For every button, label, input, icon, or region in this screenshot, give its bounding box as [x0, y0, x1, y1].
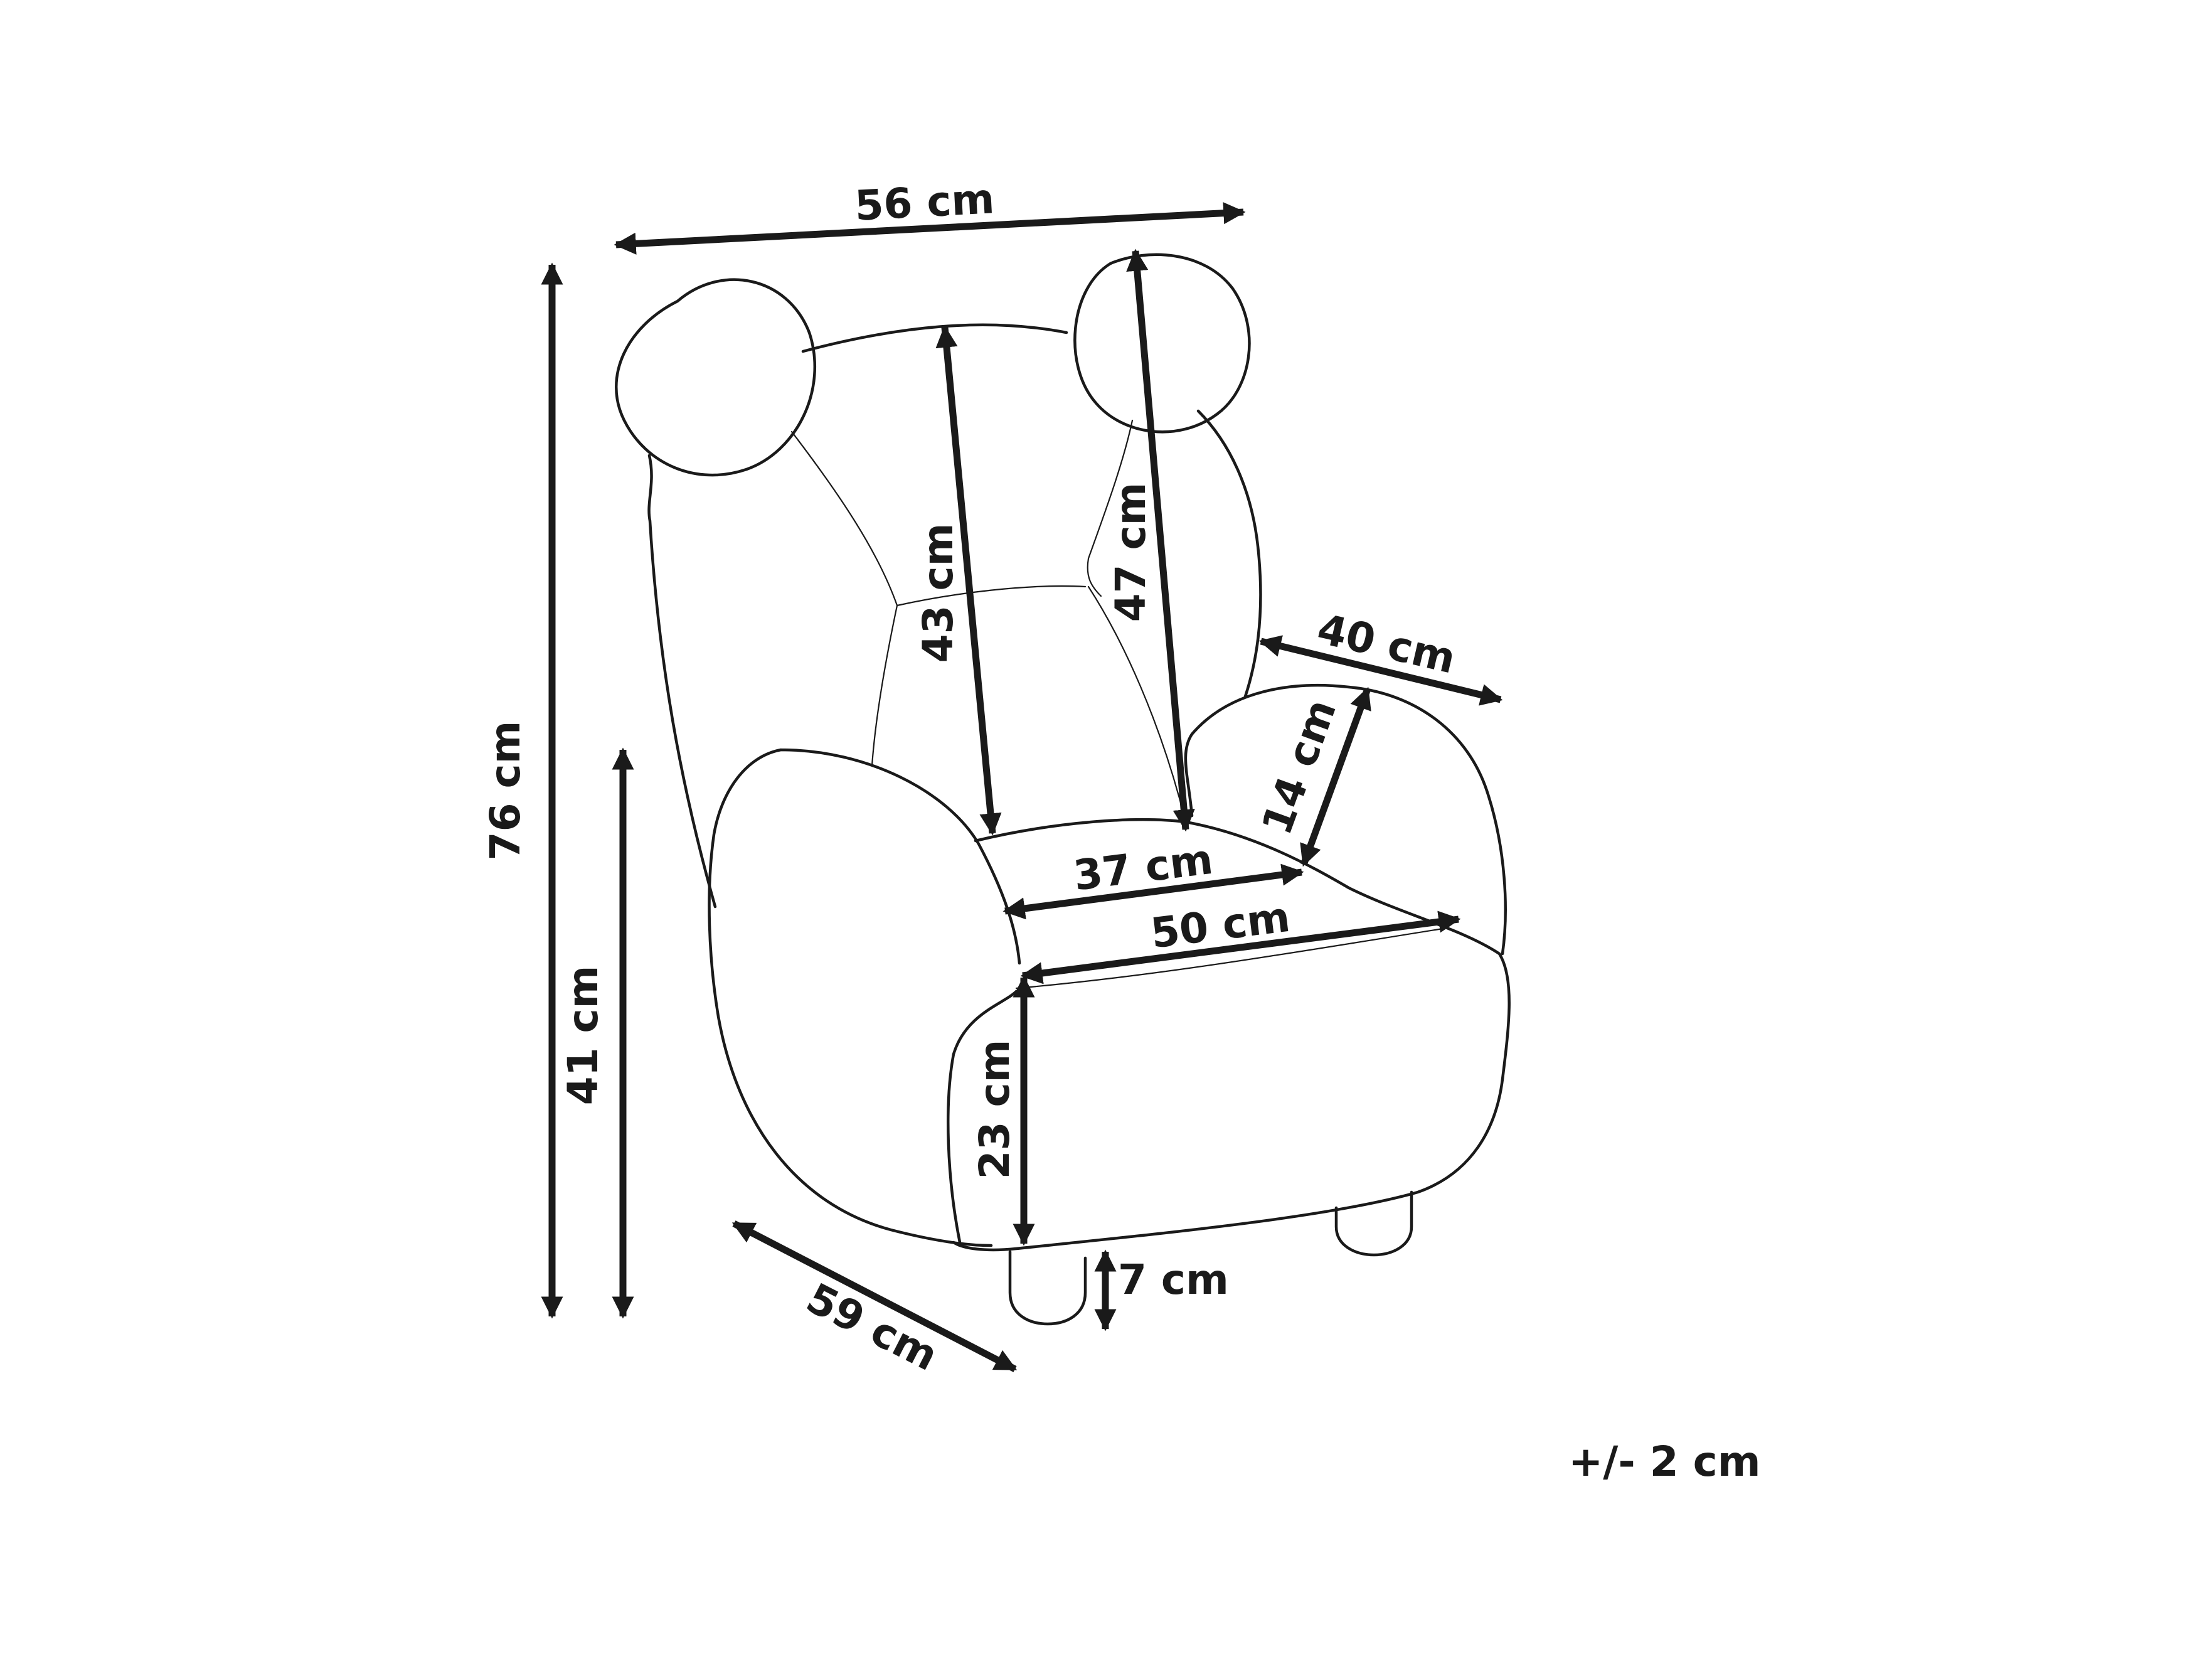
total-height-label: 76 cm [481, 721, 529, 861]
dimension-arrows [541, 202, 1503, 1372]
depth-label: 59 cm [799, 1274, 945, 1380]
front-left-leg [1008, 1250, 1087, 1326]
armchair-drawing [615, 253, 1511, 1326]
back-height-arrow [935, 325, 1002, 836]
arm-depth-arrow [1258, 635, 1503, 706]
leg-height-label: 7 cm [1118, 1256, 1229, 1304]
arm-height-arrow [1300, 686, 1371, 867]
back-height-label: 43 cm [914, 523, 962, 663]
dimension-labels: 56 cm 76 cm 41 cm 59 cm 43 cm 47 cm 40 c… [481, 174, 1761, 1486]
front-right-leg [1334, 1190, 1413, 1257]
back-top-edge [801, 323, 1068, 353]
width-label: 56 cm [854, 174, 996, 230]
seat-cushion-label: 23 cm [970, 1040, 1019, 1180]
width-arrow [614, 202, 1246, 255]
wing-height-label: 47 cm [1107, 483, 1155, 622]
wing-height-arrow [1126, 248, 1195, 832]
inner-seat-width-arrow [1002, 863, 1304, 920]
seat-width-arrow [1020, 910, 1461, 984]
right-wing-cushion [1073, 253, 1251, 434]
tolerance-note: +/- 2 cm [1568, 1438, 1761, 1486]
depth-arrow [731, 1220, 1018, 1372]
back-shell-outline [647, 409, 1262, 909]
inner-seat-width-label: 37 cm [1071, 835, 1215, 900]
arm-height-label: 14 cm [1253, 693, 1346, 841]
seat-height-label: 41 cm [559, 966, 607, 1106]
seat-width-label: 50 cm [1148, 893, 1292, 958]
left-wing-cushion [615, 278, 816, 477]
seat-front-edge [947, 990, 1018, 1244]
